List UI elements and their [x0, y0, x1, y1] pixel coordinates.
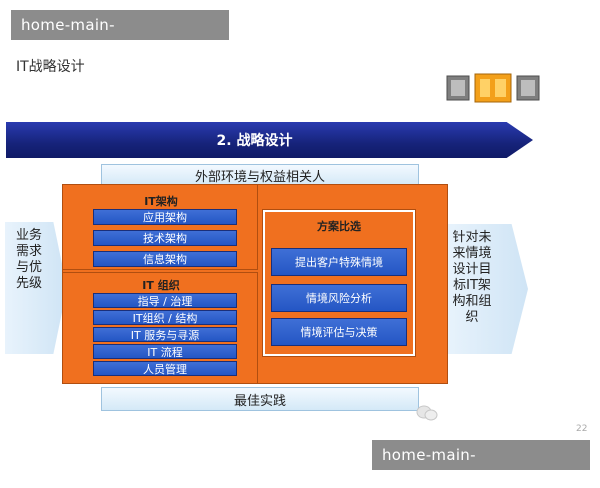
best-practice-label: 最佳实践	[233, 393, 286, 409]
scheme-comparison-item: 情境风险分析	[271, 284, 407, 312]
target-design-label: 针对未来情境设计目标IT架构和组织	[452, 230, 492, 325]
it-architecture-item: 应用架构	[93, 209, 237, 225]
scheme-comparison-item: 提出客户特殊情境	[271, 248, 407, 276]
slide-title: IT战略设计	[16, 59, 85, 75]
watermark-bottom: home-main-worldcup.com	[372, 440, 590, 486]
external-environment-bar: 外部环境与权益相关人	[101, 164, 419, 186]
strategy-design-banner: 2. 战略设计	[6, 122, 533, 158]
it-organization-item: 指导 / 治理	[93, 293, 237, 308]
it-architecture-item: 技术架构	[93, 230, 237, 246]
best-practice-bar: 最佳实践	[101, 387, 419, 411]
it-architecture-panel: IT架构 应用架构 技术架构 信息架构	[62, 184, 258, 270]
scheme-comparison-item: 情境评估与决策	[271, 318, 407, 346]
banner-label: 2. 战略设计	[216, 133, 293, 149]
it-organization-title: IT 组织	[142, 279, 180, 292]
it-organization-item: IT组织 / 结构	[93, 310, 237, 325]
it-organization-item: IT 流程	[93, 344, 237, 359]
it-organization-item: 人员管理	[93, 361, 237, 376]
scheme-comparison-title: 方案比选	[317, 220, 361, 233]
external-environment-label: 外部环境与权益相关人	[194, 169, 325, 185]
logo-icon	[446, 73, 540, 103]
scheme-comparison-panel: 方案比选 提出客户特殊情境 情境风险分析 情境评估与决策	[262, 209, 416, 357]
it-organization-item: IT 服务与寻源	[93, 327, 237, 342]
watermark-top: home-main-worldcup.com	[11, 10, 229, 56]
target-design-arrow	[446, 224, 528, 354]
business-needs-label: 业务需求与优先级	[15, 228, 42, 291]
business-needs-arrow	[5, 222, 67, 354]
it-architecture-title: IT架构	[144, 195, 178, 208]
chat-bubble-icon	[416, 405, 438, 421]
it-architecture-item: 信息架构	[93, 251, 237, 267]
it-organization-panel: IT 组织 指导 / 治理 IT组织 / 结构 IT 服务与寻源 IT 流程 人…	[62, 272, 258, 384]
page-number: 22	[576, 424, 588, 434]
